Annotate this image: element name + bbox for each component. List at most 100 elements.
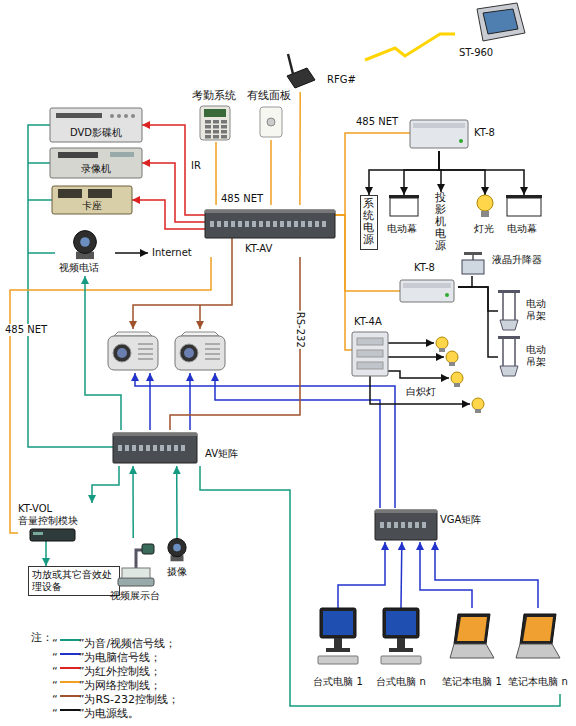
device-icon-part xyxy=(318,608,358,664)
node-label: KT-8 xyxy=(474,127,495,139)
device-icon-part xyxy=(375,510,437,513)
device-icon-part xyxy=(50,108,142,142)
device-icon-part xyxy=(320,608,356,638)
device-icon-part xyxy=(204,109,226,117)
connector xyxy=(176,466,178,538)
laptop-pc: 笔记本电脑 1 xyxy=(440,608,504,692)
device-icon-part xyxy=(400,280,454,302)
device-icon-part xyxy=(74,231,97,260)
device-icon-part xyxy=(252,221,256,227)
legend-row: “ ”为网络控制线； xyxy=(52,674,161,688)
device-icon-part xyxy=(288,54,293,74)
lcd-lift: 液晶升降器 xyxy=(462,248,562,276)
connector xyxy=(400,542,402,608)
light-device: 灯光 xyxy=(470,195,500,241)
device-icon-part xyxy=(450,644,494,658)
device-icon-part xyxy=(181,445,185,451)
device-icon-part xyxy=(477,3,525,41)
projector-power: 投影机电源 xyxy=(434,192,449,258)
free-label: 注： xyxy=(30,632,54,645)
device-icon-part xyxy=(326,648,350,652)
device-icon-part xyxy=(30,529,75,541)
device-icon-part xyxy=(315,221,319,227)
device-icon-part xyxy=(174,445,178,451)
device-icon-part xyxy=(477,195,493,211)
camera: 摄像 xyxy=(162,538,192,582)
device-icon-part xyxy=(221,130,227,134)
device-icon-part xyxy=(168,538,186,561)
device-icon-part xyxy=(273,221,277,227)
device-icon-part xyxy=(477,3,525,41)
device-icon-part xyxy=(415,522,419,528)
node-label: 台式电脑 n xyxy=(376,676,426,688)
line-label: 485 NET xyxy=(4,324,48,336)
device-icon xyxy=(385,195,423,241)
device-icon xyxy=(500,195,548,241)
device-icon-part xyxy=(498,290,520,293)
legend-row: “ ”为红外控制线； xyxy=(52,660,161,674)
wiring-art-part xyxy=(115,252,148,254)
connector xyxy=(439,151,524,195)
device-icon-part xyxy=(410,120,468,148)
device-icon-part xyxy=(213,135,219,139)
connector xyxy=(404,151,439,195)
wiring-art-part xyxy=(451,372,463,387)
connector xyxy=(170,257,300,430)
device-icon-part xyxy=(523,617,553,641)
free-label: IR xyxy=(190,160,202,172)
node-label: 电动吊架 xyxy=(526,298,547,321)
connector xyxy=(365,34,455,60)
device-icon-part xyxy=(375,510,437,540)
wiring-art-part xyxy=(175,332,225,370)
node-label: KT-VOL xyxy=(18,503,52,515)
node-label: 电动吊架 xyxy=(526,344,547,367)
device-icon-part xyxy=(403,283,451,288)
device-icon-part xyxy=(323,611,353,635)
legend-text: “ ”为RS-232控制线； xyxy=(52,693,179,706)
video-phone: 视频电话 xyxy=(55,230,115,276)
line-label: 485 NET xyxy=(355,116,399,128)
legend-text: “ ”为电脑信号线； xyxy=(52,651,161,664)
node-label: 电动幕 xyxy=(387,223,417,235)
wiring-art-part xyxy=(189,373,191,430)
device-icon-part xyxy=(408,522,412,528)
device-icon-part xyxy=(210,221,214,227)
device-icon-part xyxy=(357,338,383,345)
device-icon-part xyxy=(139,445,143,451)
device-icon-part xyxy=(472,255,474,260)
device-icon-part xyxy=(498,336,520,376)
node-label: 摄像 xyxy=(167,566,187,578)
hanger-device: 电动吊架 xyxy=(498,336,558,378)
free-label: 白炽灯 xyxy=(405,386,437,398)
device-icon-part xyxy=(422,522,426,528)
device-icon-part xyxy=(450,614,494,658)
device-icon-part xyxy=(498,290,520,330)
device-icon-part xyxy=(125,445,129,451)
device-icon-part xyxy=(110,152,134,157)
connector xyxy=(369,151,439,195)
device-icon-part xyxy=(459,139,463,143)
wiring-art-part xyxy=(388,371,449,378)
device-icon-part xyxy=(454,614,490,644)
node-label: 考勤系统 xyxy=(192,90,236,103)
device-icon-part xyxy=(217,221,221,227)
connector xyxy=(335,215,352,350)
device-icon-part xyxy=(168,538,186,556)
handheld-touch-panel: ST-960 xyxy=(455,3,530,61)
visualizer: 视频展示台 xyxy=(108,538,168,604)
node-label: DVD影碟机 xyxy=(70,127,122,139)
device-icon-part xyxy=(50,148,142,178)
hanger-device: 电动吊架 xyxy=(498,290,558,332)
device-icon-part xyxy=(280,221,284,227)
connector xyxy=(85,276,121,430)
node-label: 功放或其它音效处理设备 xyxy=(32,569,116,592)
wiring-art-part xyxy=(133,238,232,329)
device-icon-part xyxy=(445,293,449,297)
node-label: 笔记本电脑 1 xyxy=(442,676,502,688)
central-controller: KT-AV xyxy=(205,205,335,257)
device-icon-part xyxy=(33,532,43,535)
device-icon-part xyxy=(481,211,489,217)
device-icon-part xyxy=(397,638,405,648)
node-label: 有线面板 xyxy=(247,90,291,103)
connector xyxy=(458,287,498,311)
